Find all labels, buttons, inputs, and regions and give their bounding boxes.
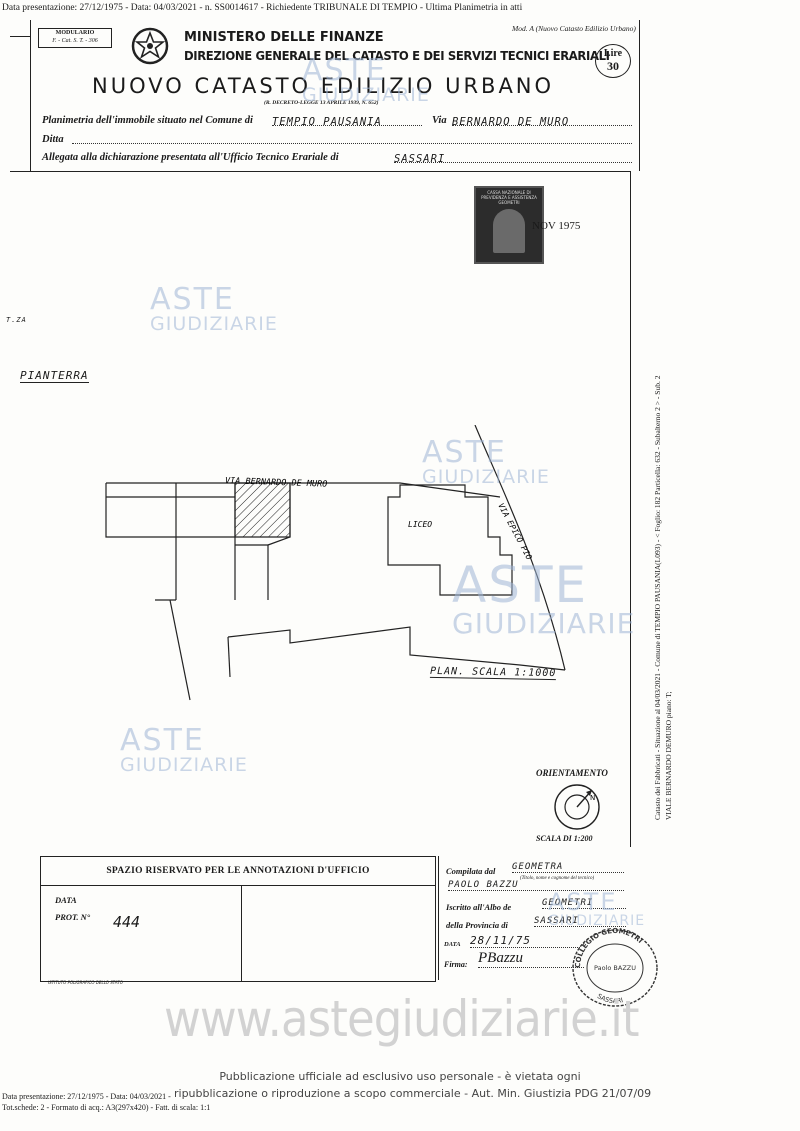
lire-label: Lire bbox=[603, 48, 623, 59]
allegata-label: Allegata alla dichiarazione presentata a… bbox=[42, 152, 339, 163]
watermark-giud-1: GIUDIZIARIE bbox=[302, 84, 430, 106]
liceo-label: LICEO bbox=[408, 520, 432, 529]
compiler-date-label: DATA bbox=[444, 941, 461, 948]
ditta-label: Ditta bbox=[42, 134, 64, 145]
firma-label: Firma: bbox=[444, 960, 468, 969]
comune-field: TEMPIO PAUSANIA bbox=[272, 110, 422, 128]
planimetria-label: Planimetria dell'immobile situato nel Co… bbox=[42, 115, 253, 126]
stamp-portrait bbox=[493, 209, 525, 253]
watermark-giud-5: GIUDIZIARIE bbox=[120, 754, 248, 776]
watermark-compiler: ASTE GIUDIZIARIE bbox=[548, 890, 645, 928]
form-frame bbox=[30, 20, 640, 171]
floor-label: PIANTERRA bbox=[20, 369, 89, 383]
drawing-scale-text: SCALA DI 1:200 bbox=[536, 834, 593, 843]
watermark-aste-5: ASTE bbox=[120, 723, 205, 758]
provincia-label: della Provincia di bbox=[446, 920, 508, 930]
stamp-text: CASSA NAZIONALE DI PREVIDENZA E ASSISTEN… bbox=[481, 190, 537, 205]
drawing-sheet bbox=[10, 171, 631, 847]
watermark-aste-4: ASTE bbox=[452, 556, 589, 614]
compass-icon: N bbox=[554, 784, 600, 830]
office-divider bbox=[241, 885, 242, 981]
albo-value: GEOMETRI bbox=[542, 898, 626, 909]
form-top-rule bbox=[10, 36, 30, 37]
revenue-stamp: CASSA NAZIONALE DI PREVIDENZA E ASSISTEN… bbox=[474, 186, 544, 264]
liceo-building bbox=[387, 484, 513, 596]
plan-scale-note: PLAN. SCALA 1:1000 bbox=[429, 665, 557, 681]
publication-notice-1: Pubblicazione ufficiale ad esclusivo uso… bbox=[219, 1070, 581, 1083]
watermark-url: www.astegiudiziarie.it bbox=[164, 990, 640, 1048]
lire-stamp: Lire 30 bbox=[595, 44, 631, 78]
compiler-box bbox=[438, 856, 635, 980]
watermark-aste-1: ASTE bbox=[302, 53, 387, 88]
ditta-field bbox=[72, 130, 632, 144]
watermark-low-left: ASTE GIUDIZIARIE bbox=[120, 726, 248, 775]
compilata-label: Compilata dal bbox=[446, 866, 496, 876]
modulario-code: F. - Cat. S. T. - 306 bbox=[52, 38, 98, 44]
street-boundary bbox=[474, 425, 566, 671]
republic-emblem-icon bbox=[131, 27, 169, 65]
compiler-name: PAOLO BAZZU bbox=[448, 880, 624, 891]
office-prot-value: 444 bbox=[113, 913, 141, 931]
publisher-note: ISTITUTO POLIGRAFICO DELLO STATO bbox=[48, 980, 123, 985]
signature: PBazzu bbox=[478, 950, 584, 968]
watermark-giud-2: GIUDIZIARIE bbox=[150, 313, 278, 335]
watermark-aste-2: ASTE bbox=[150, 282, 235, 317]
cadastral-side-text: Catasto dei Fabbricati - Situazione al 0… bbox=[652, 376, 674, 820]
side-text-line2: VIALE BERNARDO DEMURO piano: T; bbox=[664, 691, 673, 820]
via-epico-label: VIA EPICO PIO bbox=[496, 502, 533, 562]
watermark-top: ASTE GIUDIZIARIE bbox=[302, 56, 430, 105]
orientation-label: ORIENTAMENTO bbox=[536, 768, 608, 778]
watermark-giud-6: GIUDIZIARIE bbox=[548, 913, 646, 929]
ufficio-field: SASSARI bbox=[394, 147, 632, 165]
street-label: VIA BERNARDO DE MURO bbox=[225, 476, 328, 490]
via-value: BERNARDO DE MURO bbox=[452, 116, 570, 128]
footer-left-2: Tot.schede: 2 - Formato di acq.: A3(297x… bbox=[2, 1103, 211, 1112]
compiler-subtitle: (Titolo, nome e cognome del tecnico) bbox=[520, 876, 595, 881]
via-label: Via bbox=[432, 115, 447, 126]
side-text-line1: Catasto dei Fabbricati - Situazione al 0… bbox=[653, 375, 662, 820]
svg-text:COLLEGIO GEOMETRI: COLLEGIO GEOMETRI bbox=[574, 927, 644, 968]
modulario-box: MODULARIO F. - Cat. S. T. - 306 bbox=[38, 28, 112, 48]
via-field: BERNARDO DE MURO bbox=[452, 110, 632, 128]
watermark-mid-left: ASTE GIUDIZIARIE bbox=[150, 285, 278, 334]
watermark-mid-right: ASTE GIUDIZIARIE bbox=[422, 438, 550, 487]
ufficio-value: SASSARI bbox=[394, 153, 446, 165]
office-data-label: DATA bbox=[55, 895, 77, 905]
modulario-title: MODULARIO bbox=[55, 30, 95, 36]
footer-left-1: Data presentazione: 27/12/1975 - Data: 0… bbox=[2, 1092, 172, 1101]
seal-top-text: COLLEGIO GEOMETRI bbox=[574, 927, 644, 968]
decree-note: (R. DECRETO-LEGGE 13 APRILE 1939, N. 652… bbox=[264, 100, 379, 106]
office-title: SPAZIO RISERVATO PER LE ANNOTAZIONI D'UF… bbox=[41, 857, 435, 886]
north-label: N bbox=[590, 794, 595, 802]
iscritto-label: Iscritto all'Albo de bbox=[446, 902, 512, 912]
compiler-title: GEOMETRA bbox=[512, 862, 624, 873]
office-annotation-box: SPAZIO RISERVATO PER LE ANNOTAZIONI D'UF… bbox=[40, 856, 436, 982]
seal-name: Paolo BAZZU bbox=[594, 964, 636, 972]
presentation-header: Data presentazione: 27/12/1975 - Data: 0… bbox=[2, 3, 523, 13]
ministry-line1: MINISTERO DELLE FINANZE bbox=[184, 30, 384, 45]
hatched-unit bbox=[234, 482, 291, 538]
block-west bbox=[105, 483, 177, 600]
stamp-date: NOV 1975 bbox=[532, 220, 581, 232]
drawing-scale-label: SCALA DI 1:200 bbox=[536, 834, 592, 843]
lire-value: 30 bbox=[607, 59, 619, 73]
comune-value: TEMPIO PAUSANIA bbox=[272, 116, 382, 128]
watermark-aste-6: ASTE bbox=[548, 888, 618, 916]
watermark-giud-3: GIUDIZIARIE bbox=[422, 466, 550, 488]
tza-label: T.ZA bbox=[6, 316, 27, 324]
mod-a-label: Mod. A (Nuovo Catasto Edilizio Urbano) bbox=[512, 24, 636, 33]
ministry-line2: DIREZIONE GENERALE DEL CATASTO E DEI SER… bbox=[184, 48, 610, 63]
provincia-value: SASSARI bbox=[534, 916, 626, 927]
watermark-large: ASTE GIUDIZIARIE bbox=[452, 560, 635, 638]
office-prot-label: PROT. N° bbox=[55, 912, 91, 922]
site-plan: VIA BERNARDO DE MURO LICEO VIA EPICO PIO bbox=[105, 425, 566, 701]
watermark-giud-4: GIUDIZIARIE bbox=[452, 607, 636, 640]
publication-notice-2: ripubblicazione o riproduzione a scopo c… bbox=[174, 1087, 652, 1100]
compiler-date-value: 28/11/75 bbox=[470, 934, 580, 948]
watermark-aste-3: ASTE bbox=[422, 435, 507, 470]
collegio-seal: COLLEGIO GEOMETRI Paolo BAZZU SASSARI bbox=[572, 927, 658, 1007]
main-title: NUOVO CATASTO EDILIZIO URBANO bbox=[92, 74, 555, 98]
